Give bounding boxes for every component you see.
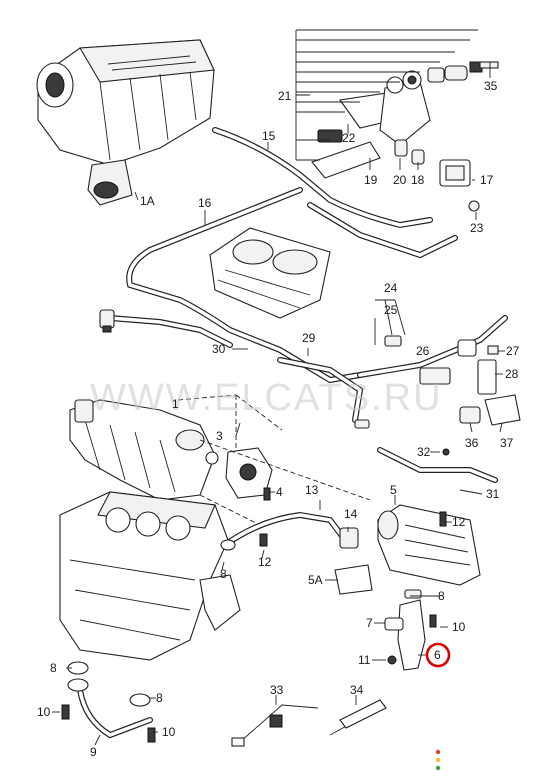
callout-5[interactable]: 5 [390,483,397,497]
engine-block [59,491,241,661]
callout-3[interactable]: 3 [216,429,223,443]
callout-12a[interactable]: 12 [452,515,466,529]
status-dot-red [435,749,441,755]
callout-28[interactable]: 28 [505,367,519,381]
egr-cooler[interactable] [334,504,481,595]
highlight-ring-part-6 [425,642,451,668]
callout-7[interactable]: 7 [366,616,373,630]
leader-lines [52,29,505,746]
callout-24[interactable]: 24 [384,281,398,295]
callout-19[interactable]: 19 [364,173,378,187]
callout-25[interactable]: 25 [384,303,398,317]
callout-20[interactable]: 20 [393,173,407,187]
vacuum-connectors-right[interactable] [354,335,521,456]
solenoid-valve-bracket[interactable] [311,61,499,212]
callout-29[interactable]: 29 [302,331,316,345]
callout-1A[interactable]: 1A [140,194,155,208]
callout-10a[interactable]: 10 [452,620,466,634]
status-dot-green [435,765,441,771]
callout-6[interactable]: 6 [434,648,441,662]
callout-labels: 1A 15 16 21 35 22 19 20 18 17 23 24 25 2… [37,79,520,759]
callout-8d[interactable]: 8 [156,691,163,705]
coolant-pipe[interactable] [220,511,359,551]
callout-10b[interactable]: 10 [37,705,51,719]
callout-31[interactable]: 31 [486,487,500,501]
callout-22[interactable]: 22 [342,131,356,145]
callout-1[interactable]: 1 [172,397,179,411]
callout-35[interactable]: 35 [484,79,498,93]
cable-tie-34[interactable] [329,699,387,736]
callout-8a[interactable]: 8 [220,567,227,581]
intake-pipe-lower[interactable] [61,661,156,743]
callout-17[interactable]: 17 [480,173,494,187]
callout-36[interactable]: 36 [465,436,479,450]
callout-21[interactable]: 21 [278,89,292,103]
callout-8b[interactable]: 8 [438,589,445,603]
vacuum-hose-network[interactable] [107,127,508,483]
callout-32[interactable]: 32 [417,445,431,459]
callout-14[interactable]: 14 [344,507,358,521]
callout-34[interactable]: 34 [350,683,364,697]
callout-5A[interactable]: 5A [308,573,323,587]
assembly-dashline-1 [177,394,371,526]
callout-23[interactable]: 23 [470,221,484,235]
callout-8c[interactable]: 8 [50,661,57,675]
callout-10c[interactable]: 10 [162,725,176,739]
callout-33[interactable]: 33 [270,683,284,697]
egr-valve[interactable] [205,447,273,501]
callout-4[interactable]: 4 [276,485,283,499]
air-filter-housing[interactable] [36,39,215,206]
callout-30[interactable]: 30 [212,342,226,356]
vacuum-valve-left[interactable] [99,309,115,333]
callout-26[interactable]: 26 [416,344,430,358]
egr-outlet-pipe[interactable] [384,589,437,671]
callout-12b[interactable]: 12 [258,555,272,569]
status-dots [435,749,441,771]
callout-15[interactable]: 15 [262,129,276,143]
watermark: WWW.ELCATS.RU [90,377,443,419]
callout-13[interactable]: 13 [305,483,319,497]
cable-tie-33[interactable] [231,704,319,747]
status-dot-yellow [435,757,441,763]
callout-18[interactable]: 18 [411,173,425,187]
callout-27[interactable]: 27 [506,344,520,358]
callout-9[interactable]: 9 [90,745,97,759]
exhaust-manifold[interactable] [69,399,216,501]
cylinder-head-cover [209,227,331,319]
callout-16[interactable]: 16 [198,196,212,210]
callout-11[interactable]: 11 [358,653,371,667]
callout-37[interactable]: 37 [500,436,514,450]
